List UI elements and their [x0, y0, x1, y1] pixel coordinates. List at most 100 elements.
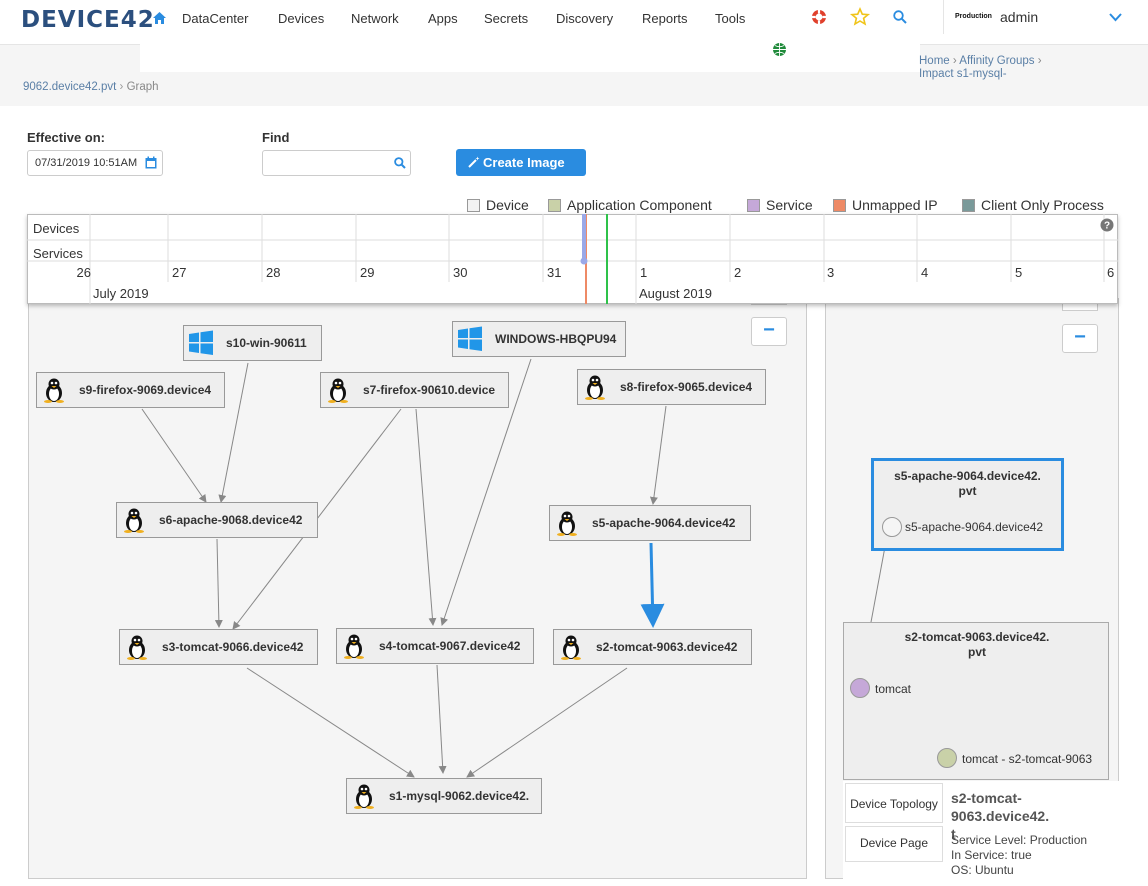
linux-tux-icon — [554, 634, 588, 660]
lifebuoy-icon[interactable] — [811, 9, 827, 28]
linux-tux-icon — [347, 783, 381, 809]
legend-service: Service — [747, 197, 813, 213]
nav-tools[interactable]: Tools — [715, 11, 746, 26]
selected-time-handle[interactable] — [580, 257, 588, 265]
device-node-circle[interactable] — [882, 517, 902, 537]
nav-discovery[interactable]: Discovery — [556, 11, 614, 26]
effective-date-value: 07/31/2019 10:51AM — [35, 157, 138, 169]
star-icon[interactable] — [849, 7, 871, 28]
windows-icon — [453, 326, 487, 352]
legend-swatch — [747, 199, 760, 212]
effective-date-input[interactable]: 07/31/2019 10:51AM — [27, 150, 163, 176]
graph-node[interactable]: s9-firefox-9069.device4 — [36, 372, 225, 408]
graph-node[interactable]: s5-apache-9064.device42 — [549, 505, 751, 541]
node-label: s4-tomcat-9067.device42 — [379, 639, 521, 653]
create-image-button[interactable]: Create Image — [456, 149, 586, 176]
home-icon[interactable] — [152, 11, 167, 28]
timeline-row-devices: Devices — [33, 221, 80, 236]
legend-swatch — [467, 199, 480, 212]
graph-node[interactable]: s6-apache-9068.device42 — [116, 502, 318, 538]
graph-node[interactable]: s10-win-90611 — [183, 325, 322, 361]
tab-device-page[interactable]: Device Page — [845, 826, 943, 862]
device-info-popup: Device Topology Device Page s2-tomcat-90… — [843, 781, 1119, 886]
related-device-title: s2-tomcat-9063.device42. pvt — [904, 630, 1050, 659]
node-label: s2-tomcat-9063.device42 — [596, 640, 738, 654]
node-label: s3-tomcat-9066.device42 — [162, 640, 304, 654]
timeline-day: 26 — [76, 265, 91, 280]
breadcrumb-page: Graph — [126, 81, 159, 93]
selected-device-box[interactable]: s5-apache-9064.device42. pvt s5-apache-9… — [871, 458, 1064, 551]
find-label: Find — [262, 130, 290, 145]
timeline-day: 28 — [266, 265, 281, 280]
globe-icon[interactable] — [772, 42, 787, 60]
linux-tux-icon — [117, 507, 151, 533]
nav-divider — [943, 0, 944, 34]
detail-zoom-out-button[interactable]: − — [1062, 324, 1098, 353]
device-info-in-service: In Service: true — [951, 848, 1032, 862]
legend-client-only-process: Client Only Process — [962, 197, 1104, 213]
windows-icon — [184, 330, 218, 356]
timeline-day: 6 — [1107, 265, 1115, 280]
node-label: WINDOWS-HBQPU94 — [495, 332, 617, 346]
device-info-os: OS: Ubuntu — [951, 863, 1014, 877]
timeline-month-july: July 2019 — [93, 286, 149, 301]
node-label: s5-apache-9064.device42 — [592, 516, 736, 530]
legend-swatch — [962, 199, 975, 212]
timeline-month-august: August 2019 — [639, 286, 713, 301]
nav-devices[interactable]: Devices — [278, 11, 325, 26]
timeline-day: 31 — [547, 265, 562, 280]
device-info-service-level: Service Level: Production — [951, 833, 1088, 847]
timeline-day: 4 — [921, 265, 929, 280]
legend-unmapped-ip: Unmapped IP — [833, 197, 938, 213]
related-device-box[interactable]: s2-tomcat-9063.device42. pvt tomcat tomc… — [843, 622, 1109, 780]
breadcrumb-current: Impact s1-mysql- — [919, 68, 1007, 80]
nav-reports[interactable]: Reports — [642, 11, 688, 26]
impact-graph-panel[interactable]: − s10-win-90611 WINDOWS-HBQPU94 s9-firef… — [28, 293, 807, 879]
node-label: s10-win-90611 — [226, 336, 307, 350]
tab-device-topology[interactable]: Device Topology — [845, 783, 943, 823]
svg-text:?: ? — [1104, 221, 1110, 232]
nav-datacenter[interactable]: DataCenter — [182, 11, 249, 26]
node-label: s1-mysql-9062.device42. — [389, 789, 530, 803]
wand-icon — [468, 156, 480, 171]
timeline-day: 27 — [172, 265, 187, 280]
nav-apps[interactable]: Apps — [428, 11, 458, 26]
search-icon[interactable] — [893, 10, 907, 27]
graph-node[interactable]: s3-tomcat-9066.device42 — [119, 629, 318, 665]
nav-secrets[interactable]: Secrets — [484, 11, 529, 26]
node-label: s9-firefox-9069.device4 — [79, 383, 212, 397]
app-component-node-circle[interactable] — [937, 748, 957, 768]
breadcrumb-home[interactable]: Home — [919, 55, 950, 67]
legend-swatch — [833, 199, 846, 212]
timeline-panel[interactable]: Devices Services ? 26 27 28 29 30 31 1 2… — [27, 214, 1118, 304]
find-input[interactable] — [262, 150, 411, 176]
create-image-label: Create Image — [483, 155, 565, 170]
device42-logo[interactable]: DEVICE42 — [21, 7, 155, 33]
linux-tux-icon — [120, 634, 154, 660]
graph-node[interactable]: s2-tomcat-9063.device42 — [553, 629, 752, 665]
effective-on-label: Effective on: — [27, 130, 106, 145]
find-search-icon[interactable] — [394, 157, 406, 172]
nav-network[interactable]: Network — [351, 11, 399, 26]
service-node-circle[interactable] — [850, 678, 870, 698]
graph-node[interactable]: s1-mysql-9062.device42. — [346, 778, 542, 814]
graph-zoom-out-button[interactable]: − — [751, 317, 787, 346]
breadcrumb-host[interactable]: 9062.device42.pvt — [23, 81, 117, 93]
graph-node[interactable]: s7-firefox-90610.device — [320, 372, 509, 408]
question-circle-icon[interactable]: ? — [1100, 218, 1114, 235]
calendar-icon[interactable] — [145, 156, 157, 172]
nav-dropdown-strip — [140, 44, 920, 72]
graph-node[interactable]: s4-tomcat-9067.device42 — [336, 628, 534, 664]
node-label: s7-firefox-90610.device — [363, 383, 496, 397]
breadcrumb-affinity-groups[interactable]: Affinity Groups — [959, 55, 1035, 67]
user-name[interactable]: admin — [1000, 9, 1039, 25]
legend-app-component: Application Component — [548, 197, 712, 213]
selected-device-title: s5-apache-9064.device42. pvt — [894, 469, 1041, 498]
graph-node[interactable]: s8-firefox-9065.device4 — [577, 369, 766, 405]
app-component-node-label: tomcat - s2-tomcat-9063 — [962, 752, 1093, 766]
chevron-down-icon[interactable] — [1109, 10, 1122, 25]
breadcrumb: Home › Affinity Groups › Impact s1-mysql… — [919, 55, 1042, 80]
timeline-day: 29 — [360, 265, 375, 280]
node-label: s8-firefox-9065.device4 — [620, 380, 753, 394]
graph-node[interactable]: WINDOWS-HBQPU94 — [452, 321, 626, 357]
